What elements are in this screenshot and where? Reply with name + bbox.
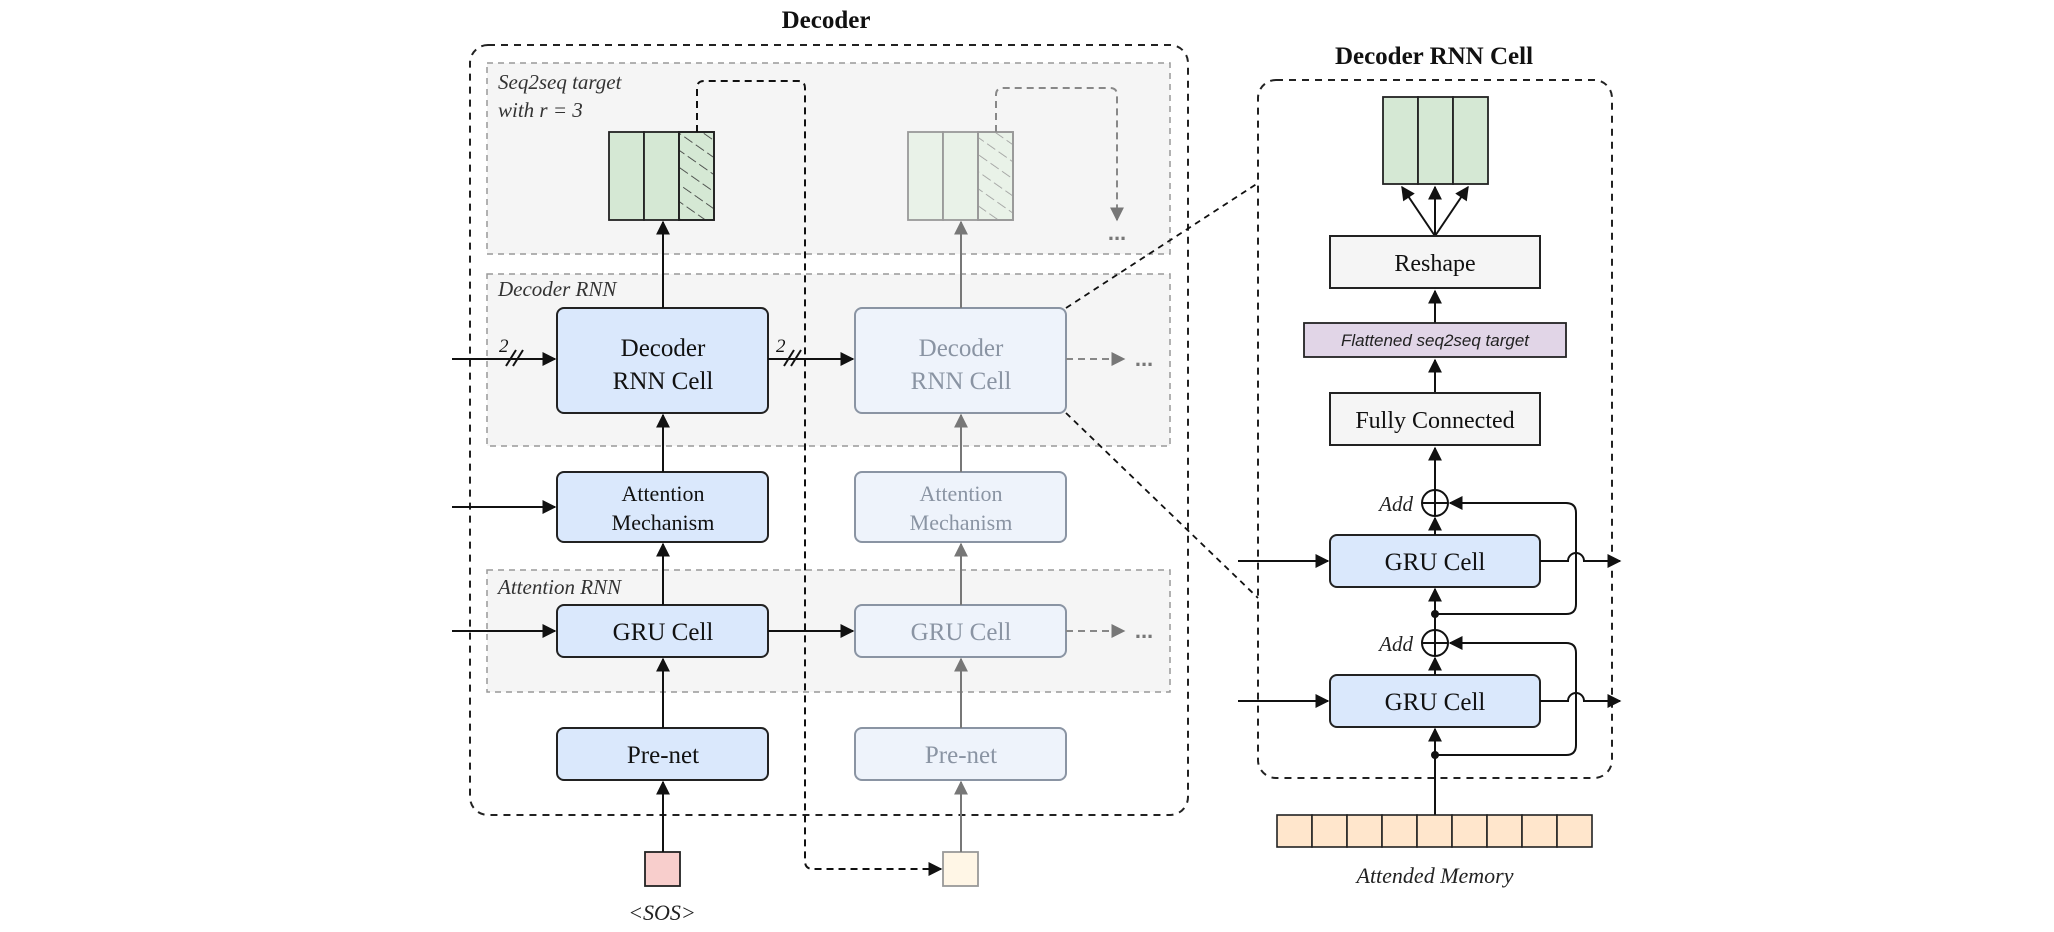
reshape-label: Reshape bbox=[1394, 251, 1475, 277]
gru-ellipsis: ... bbox=[1135, 618, 1153, 643]
decoder-title: Decoder bbox=[782, 7, 871, 34]
split-count-middle: 2 bbox=[776, 336, 786, 357]
add-label-lower: Add bbox=[1377, 632, 1413, 656]
attention-gru-cell-box: GRU Cell bbox=[556, 604, 769, 658]
attention-rnn-label: Attention RNN bbox=[496, 575, 622, 599]
decoder-frame bbox=[469, 44, 1189, 816]
decoder-cell-line2: RNN Cell bbox=[613, 368, 714, 395]
flattened-target-box: Flattened seq2seq target bbox=[1303, 322, 1567, 358]
reshape-fan-arrows bbox=[1401, 185, 1469, 237]
gru-upper-output-arrow bbox=[1540, 552, 1622, 568]
between-step-arrows bbox=[768, 349, 855, 638]
prenet-label: Pre-net bbox=[627, 742, 699, 769]
attention-mechanism-box: Attention Mechanism bbox=[556, 471, 769, 543]
attended-memory-frames bbox=[1276, 814, 1593, 848]
rnn-cell-title: Decoder RNN Cell bbox=[1335, 43, 1533, 70]
attention-gru-label: GRU Cell bbox=[613, 619, 714, 646]
gru-lower-label: GRU Cell bbox=[1385, 689, 1486, 716]
split-count-left: 2 bbox=[499, 336, 509, 357]
fully-connected-box: Fully Connected bbox=[1329, 392, 1541, 446]
attention-mechanism-box-next: Attention Mechanism bbox=[854, 471, 1067, 543]
residual-lower bbox=[1435, 636, 1577, 756]
zoom-line-bottom bbox=[1065, 412, 1259, 599]
seq2seq-label-line2: with r = 3 bbox=[498, 98, 583, 122]
gru-upper-label: GRU Cell bbox=[1385, 549, 1486, 576]
decoder-cell-next-line2: RNN Cell bbox=[911, 368, 1012, 395]
decoder-cell-line1: Decoder bbox=[621, 335, 706, 362]
decoder-cell-next-line1: Decoder bbox=[919, 335, 1004, 362]
decoder-rnn-cell-box: Decoder RNN Cell bbox=[556, 307, 769, 414]
gru-cell-lower-box: GRU Cell bbox=[1329, 674, 1541, 728]
seq2seq-target-frames bbox=[608, 131, 715, 221]
add-label-upper: Add bbox=[1377, 492, 1413, 516]
seq2seq-label-line1: Seq2seq target bbox=[498, 70, 623, 94]
seq2seq-ellipsis: ... bbox=[1108, 220, 1126, 245]
gru-cell-upper-box: GRU Cell bbox=[1329, 534, 1541, 588]
prenet-box: Pre-net bbox=[556, 727, 769, 781]
attention-next-line2: Mechanism bbox=[910, 510, 1013, 535]
attention-line2: Mechanism bbox=[612, 510, 715, 535]
reshape-box: Reshape bbox=[1329, 235, 1541, 289]
decoder-rnn-label: Decoder RNN bbox=[497, 277, 617, 301]
rnn-cell-frame bbox=[1257, 79, 1613, 779]
sos-label: <SOS> bbox=[628, 900, 696, 925]
zoom-line-top bbox=[1065, 182, 1259, 309]
rnn-cell-output-frames bbox=[1382, 96, 1489, 185]
attention-next-line1: Attention bbox=[919, 481, 1002, 506]
seq2seq-region bbox=[486, 62, 1171, 255]
seq2seq-target-frames-next bbox=[907, 131, 1014, 221]
gru-lower-output-arrow bbox=[1540, 692, 1622, 708]
add-circle-lower bbox=[1421, 629, 1449, 657]
feedback-path-next bbox=[995, 87, 1124, 222]
attention-gru-next-label: GRU Cell bbox=[911, 619, 1012, 646]
prenet-box-next: Pre-net bbox=[854, 727, 1067, 781]
decoder-ellipsis: ... bbox=[1135, 346, 1153, 371]
sos-frame bbox=[644, 851, 681, 887]
attention-gru-cell-box-next: GRU Cell bbox=[854, 604, 1067, 658]
add-circle-upper bbox=[1421, 489, 1449, 517]
residual-upper bbox=[1435, 496, 1577, 615]
feedback-path bbox=[696, 80, 943, 876]
next-input-frame bbox=[942, 851, 979, 887]
attention-line1: Attention bbox=[621, 481, 704, 506]
attended-memory-label: Attended Memory bbox=[1355, 863, 1514, 888]
decoder-rnn-cell-box-next: Decoder RNN Cell bbox=[854, 307, 1067, 414]
prenet-next-label: Pre-net bbox=[925, 742, 997, 769]
left-input-arrows bbox=[452, 349, 557, 638]
fully-connected-label: Fully Connected bbox=[1355, 408, 1514, 434]
flattened-label: Flattened seq2seq target bbox=[1341, 331, 1530, 350]
